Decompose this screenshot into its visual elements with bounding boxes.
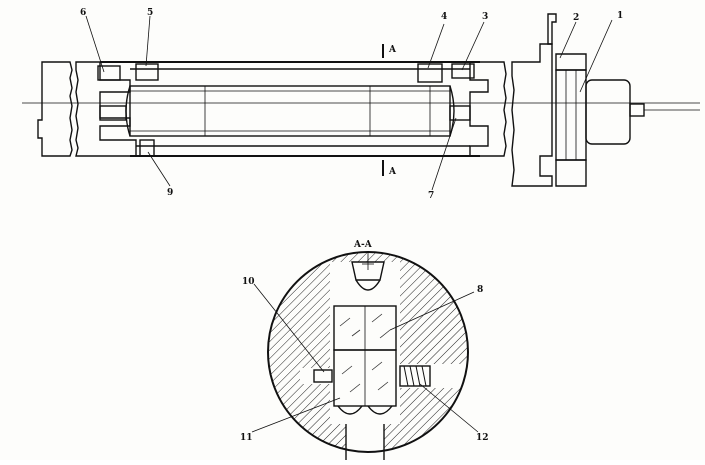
callout-11: 11 <box>240 433 253 443</box>
callout-3: 3 <box>482 12 488 22</box>
callout-6: 6 <box>80 8 86 18</box>
section-title: A-A <box>353 240 373 250</box>
leader-11 <box>251 397 341 433</box>
screw-9 <box>139 139 155 157</box>
right-housing <box>469 61 507 157</box>
eyepiece-cap <box>585 79 631 145</box>
section-mark-top-label: A <box>388 45 397 55</box>
tip <box>629 103 645 117</box>
callout-4: 4 <box>441 12 447 22</box>
side-screw-10 <box>313 369 333 383</box>
left-end-cap <box>37 61 73 157</box>
leader-12 <box>419 383 479 433</box>
leader-2 <box>559 21 577 59</box>
leader-5 <box>145 15 151 67</box>
callout-12: 12 <box>476 433 489 443</box>
callout-7: 7 <box>428 191 434 201</box>
eyepiece-body <box>555 69 587 161</box>
callout-9: 9 <box>167 188 173 198</box>
section-mark-bottom-label: A <box>388 167 397 177</box>
spring-4 <box>417 63 443 83</box>
callout-5: 5 <box>147 8 153 18</box>
leader-6 <box>85 15 105 73</box>
screw-3 <box>451 63 475 79</box>
leader-3 <box>461 21 485 71</box>
main-assembly: A A 1 2 3 4 5 6 7 9 <box>22 8 700 201</box>
leader-1 <box>579 19 613 93</box>
screw-6 <box>97 65 121 81</box>
leader-9 <box>147 151 171 187</box>
leader-7 <box>431 117 457 191</box>
callout-10: 10 <box>242 277 255 287</box>
flange <box>511 43 553 187</box>
spring-5 <box>135 63 159 81</box>
spring-12 <box>399 365 431 387</box>
leader-10 <box>253 283 325 373</box>
left-spring <box>99 105 127 121</box>
leader-8 <box>389 291 475 331</box>
section-view: A-A <box>240 240 489 460</box>
left-housing <box>75 61 137 157</box>
leader-4 <box>427 23 445 69</box>
callout-1: 1 <box>617 11 623 21</box>
callout-8: 8 <box>477 285 483 295</box>
callout-2: 2 <box>573 13 579 23</box>
prism-body <box>129 85 451 137</box>
